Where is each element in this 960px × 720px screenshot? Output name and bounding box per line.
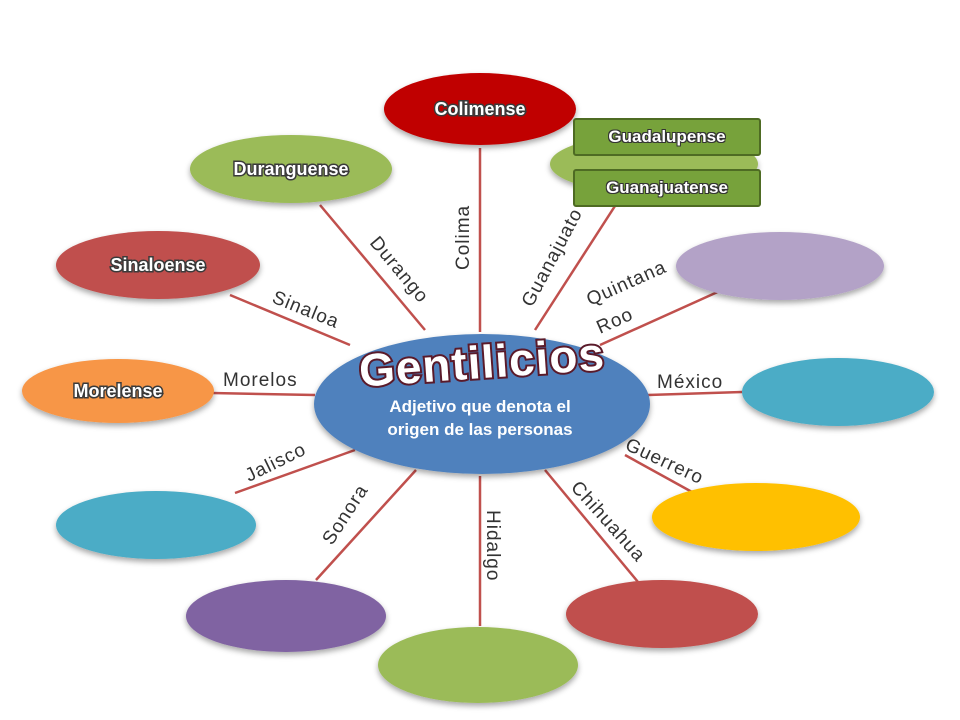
node-durango[interactable] xyxy=(190,135,392,203)
node-guerrero[interactable] xyxy=(652,483,860,551)
state-label-morelos: Morelos xyxy=(223,370,298,391)
gentilicio-morelos: Morelense xyxy=(73,381,162,401)
node-quintana-roo[interactable] xyxy=(676,232,884,300)
connector-quintana-roo xyxy=(599,288,723,347)
connectors xyxy=(211,148,743,626)
node-chihuahua[interactable] xyxy=(566,580,758,648)
tag-guanajuatense[interactable]: Guanajuatense xyxy=(573,169,761,207)
node-jalisco[interactable] xyxy=(56,491,256,559)
node-sinaloa[interactable] xyxy=(56,231,260,299)
state-label-colima: Colima xyxy=(453,205,474,270)
gentilicio-colima: Colimense xyxy=(434,99,525,119)
state-label-hidalgo: Hidalgo xyxy=(482,510,503,581)
center-subtitle-line1: Adjetivo que denota el xyxy=(389,397,570,416)
gentilicio-sinaloa: Sinaloense xyxy=(110,255,205,275)
state-label-sonora: Sonora xyxy=(319,481,373,549)
connector-guanajuato xyxy=(533,191,626,331)
node-morelos[interactable] xyxy=(22,359,214,423)
state-label-quintana: Quintana xyxy=(583,257,669,311)
connector-chihuahua xyxy=(544,469,639,583)
node-colima[interactable] xyxy=(384,73,576,145)
connector-sinaloa xyxy=(229,293,351,347)
node-sonora[interactable] xyxy=(186,580,386,652)
gentilicio-labels: Colimense Morelense Sinaloense Duranguen… xyxy=(72,98,527,403)
connector-sonora xyxy=(315,469,417,581)
node-mexico[interactable] xyxy=(742,358,934,426)
state-label-guanajuato: Guanajuato xyxy=(518,205,587,310)
center-subtitle-line2: origen de las personas xyxy=(387,420,572,439)
tag-guadalupense[interactable]: Guadalupense xyxy=(573,118,761,156)
gentilicio-durango: Duranguense xyxy=(233,159,348,179)
gentilicio-nodes xyxy=(22,73,934,703)
state-label-chihuahua: Chihuahua xyxy=(566,477,649,566)
node-hidalgo[interactable] xyxy=(378,627,578,703)
connector-jalisco xyxy=(234,448,356,495)
center-node[interactable]: Gentilicios Adjetivo que denota el orige… xyxy=(314,326,650,474)
state-label-guerrero: Guerrero xyxy=(622,434,707,489)
connector-mexico xyxy=(647,390,743,397)
center-ellipse[interactable] xyxy=(314,334,650,474)
connector-morelos xyxy=(211,391,316,397)
state-label-mexico: México xyxy=(657,372,723,393)
connector-guerrero xyxy=(624,453,693,494)
connector-durango xyxy=(319,204,426,331)
